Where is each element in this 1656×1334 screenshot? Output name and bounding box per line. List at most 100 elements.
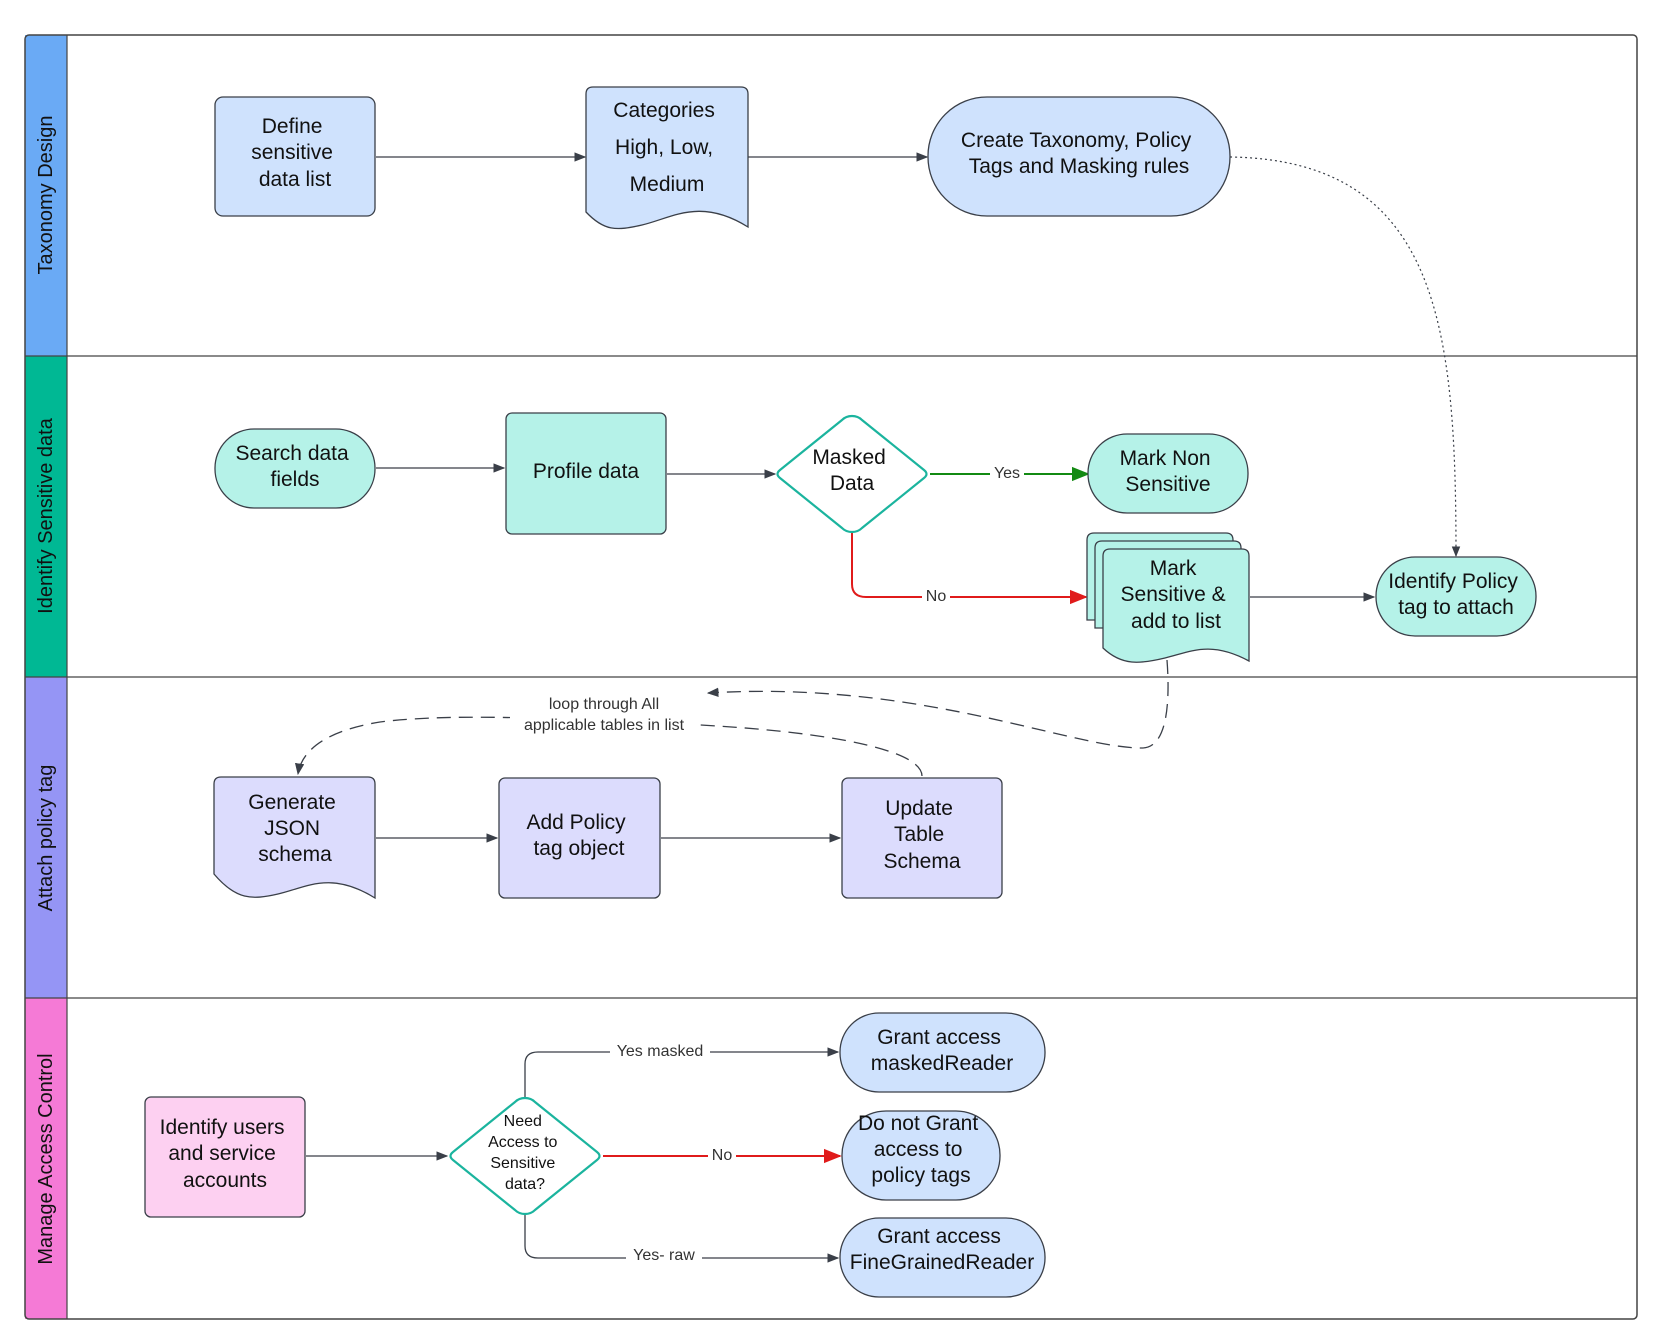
node-text: Update bbox=[885, 797, 953, 820]
svg-text:Define sensitive d: Define sensitive data list bbox=[251, 115, 339, 191]
node-update-schema[interactable]: Update Table Schema bbox=[841, 777, 1003, 899]
svg-text:Grant access FineGrained: Grant access FineGrainedReader bbox=[850, 1225, 1034, 1274]
edge-access-yes-raw bbox=[524, 1215, 840, 1263]
node-text: fields bbox=[270, 468, 319, 491]
node-text: Sensitive bbox=[1125, 473, 1210, 496]
node-do-not-grant[interactable]: Do not Grant access to policy tags bbox=[841, 1110, 1001, 1201]
svg-text:Generate JSON sche: Generate JSON schema bbox=[248, 791, 341, 866]
node-text: Profile data bbox=[533, 460, 640, 483]
node-text: maskedReader bbox=[871, 1052, 1013, 1075]
lane-taxonomy-design: Taxonomy Design bbox=[25, 35, 67, 356]
node-text: Sensitive bbox=[490, 1155, 555, 1172]
node-text: Sensitive & bbox=[1121, 583, 1226, 606]
node-text: data list bbox=[259, 168, 332, 191]
node-create-taxonomy[interactable]: Create Taxonomy, Policy Tags and Masking… bbox=[927, 96, 1231, 217]
lane-manage-access: Manage Access Control bbox=[25, 998, 67, 1319]
node-text: Generate bbox=[248, 791, 336, 814]
svg-text:Mark Non Sensitive: Mark Non Sensitive bbox=[1120, 447, 1217, 496]
node-mark-sensitive-multidoc[interactable]: Mark Sensitive & add to list bbox=[1086, 532, 1250, 663]
node-text: sensitive bbox=[251, 141, 333, 164]
node-search-fields[interactable]: Search data fields bbox=[214, 428, 376, 509]
node-text: Grant access bbox=[877, 1225, 1001, 1248]
node-text: data? bbox=[505, 1176, 545, 1193]
node-text: Identify Policy bbox=[1388, 570, 1518, 593]
node-text: accounts bbox=[183, 1169, 267, 1192]
node-text: Identify users bbox=[160, 1116, 285, 1139]
node-text: Create Taxonomy, Policy bbox=[961, 129, 1192, 152]
lane-header-attach bbox=[25, 677, 67, 998]
edge-masked-no bbox=[851, 533, 1088, 605]
node-text: tag object bbox=[533, 837, 624, 860]
svg-text:Masked Data: Masked Data bbox=[812, 446, 891, 495]
svg-text:Create Taxonomy, Policy: Create Taxonomy, Policy Tags and Masking… bbox=[961, 129, 1197, 178]
loop-note-line-1: loop through All bbox=[549, 696, 659, 713]
svg-text:Do not Grant access to: Do not Grant access to policy tags bbox=[858, 1112, 984, 1187]
node-text: Search data bbox=[235, 442, 349, 465]
node-text: Grant access bbox=[877, 1026, 1001, 1049]
lane-label-manage: Manage Access Control bbox=[35, 1053, 57, 1264]
node-text: Table bbox=[894, 823, 944, 846]
node-identify-users[interactable]: Identify users and service accounts bbox=[144, 1096, 306, 1218]
node-text: Mark bbox=[1150, 557, 1197, 580]
node-text: Medium bbox=[630, 173, 705, 196]
node-mark-non-sensitive[interactable]: Mark Non Sensitive bbox=[1087, 433, 1249, 514]
node-text: schema bbox=[258, 843, 332, 866]
lane-header-manage bbox=[25, 998, 67, 1319]
node-masked-data-decision[interactable]: Masked Data bbox=[776, 414, 928, 534]
edge-label-yes-masked: Yes masked bbox=[617, 1043, 704, 1060]
node-add-policy-tag[interactable]: Add Policy tag object bbox=[498, 777, 661, 899]
node-text: Tags and Masking rules bbox=[969, 155, 1190, 178]
edge-access-yes-masked bbox=[524, 1047, 840, 1097]
node-grant-masked-reader[interactable]: Grant access maskedReader bbox=[839, 1012, 1046, 1093]
svg-text:Mark Sensitive & a: Mark Sensitive & add to list bbox=[1121, 557, 1232, 633]
svg-text:Identify users and servi: Identify users and service accounts bbox=[160, 1116, 291, 1192]
svg-text:Identify Policy tag to a: Identify Policy tag to attach bbox=[1388, 570, 1523, 619]
edge-loop-mark-to-lane3 bbox=[706, 659, 1169, 749]
node-text: Do not Grant bbox=[858, 1112, 978, 1135]
node-text: High, Low, bbox=[615, 136, 713, 159]
node-text: add to list bbox=[1131, 610, 1221, 633]
node-text: Data bbox=[830, 472, 875, 495]
node-text: Mark Non bbox=[1120, 447, 1211, 470]
svg-text:Grant access maskedReade: Grant access maskedReader bbox=[871, 1026, 1013, 1075]
svg-text:Search data fields: Search data fields bbox=[235, 442, 354, 491]
node-text: Need bbox=[504, 1113, 542, 1130]
node-identify-policy-tag[interactable]: Identify Policy tag to attach bbox=[1375, 556, 1537, 637]
node-text: Define bbox=[262, 115, 323, 138]
node-grant-fine-grained[interactable]: Grant access FineGrainedReader bbox=[839, 1217, 1046, 1298]
node-text: Schema bbox=[883, 850, 960, 873]
svg-text:Profile data: Profile data bbox=[533, 460, 640, 483]
node-text: Add Policy bbox=[526, 811, 626, 834]
edge-labels: Yes No Yes masked No Yes- raw bbox=[610, 462, 1024, 1264]
lane-identify-sensitive: Identify Sensitive data bbox=[25, 356, 67, 677]
edge-taxonomy-to-identify-policy bbox=[1229, 156, 1461, 558]
svg-text:Add Policy tag object: Add Policy tag object bbox=[526, 811, 631, 860]
lane-label-attach: Attach policy tag bbox=[35, 765, 57, 912]
loop-note-line-2: applicable tables in list bbox=[524, 717, 685, 734]
node-need-access-decision[interactable]: Need Access to Sensitive data? bbox=[449, 1096, 601, 1216]
node-text: Categories bbox=[613, 99, 715, 122]
lane-header-taxonomy bbox=[25, 35, 67, 356]
node-text: and service bbox=[168, 1142, 275, 1165]
svg-text:Update Table Schem: Update Table Schema bbox=[883, 797, 960, 873]
node-generate-json[interactable]: Generate JSON schema bbox=[213, 776, 376, 900]
lane-label-taxonomy: Taxonomy Design bbox=[35, 116, 57, 275]
node-text: FineGrainedReader bbox=[850, 1251, 1034, 1274]
svg-text:Categories High, Low,: Categories High, Low, Medium bbox=[613, 99, 720, 196]
lane-label-identify: Identify Sensitive data bbox=[35, 417, 57, 614]
edge-label-access-no: No bbox=[712, 1147, 733, 1164]
edge-label-yes-raw: Yes- raw bbox=[633, 1247, 695, 1264]
lane-attach-policy: Attach policy tag bbox=[25, 677, 67, 998]
node-text: tag to attach bbox=[1398, 596, 1514, 619]
node-text: Masked bbox=[812, 446, 886, 469]
node-text: policy tags bbox=[871, 1164, 970, 1187]
edge-label-masked-no: No bbox=[926, 588, 947, 605]
lane-header-identify bbox=[25, 356, 67, 677]
node-categories-document[interactable]: Categories High, Low, Medium bbox=[585, 86, 749, 230]
edges bbox=[294, 152, 1461, 1263]
node-define-sensitive[interactable]: Define sensitive data list bbox=[214, 96, 376, 217]
loop-note: loop through All applicable tables in li… bbox=[510, 692, 700, 734]
svg-text:Need Access to Sen: Need Access to Sensitive data? bbox=[488, 1113, 562, 1193]
node-profile-data[interactable]: Profile data bbox=[505, 412, 667, 535]
